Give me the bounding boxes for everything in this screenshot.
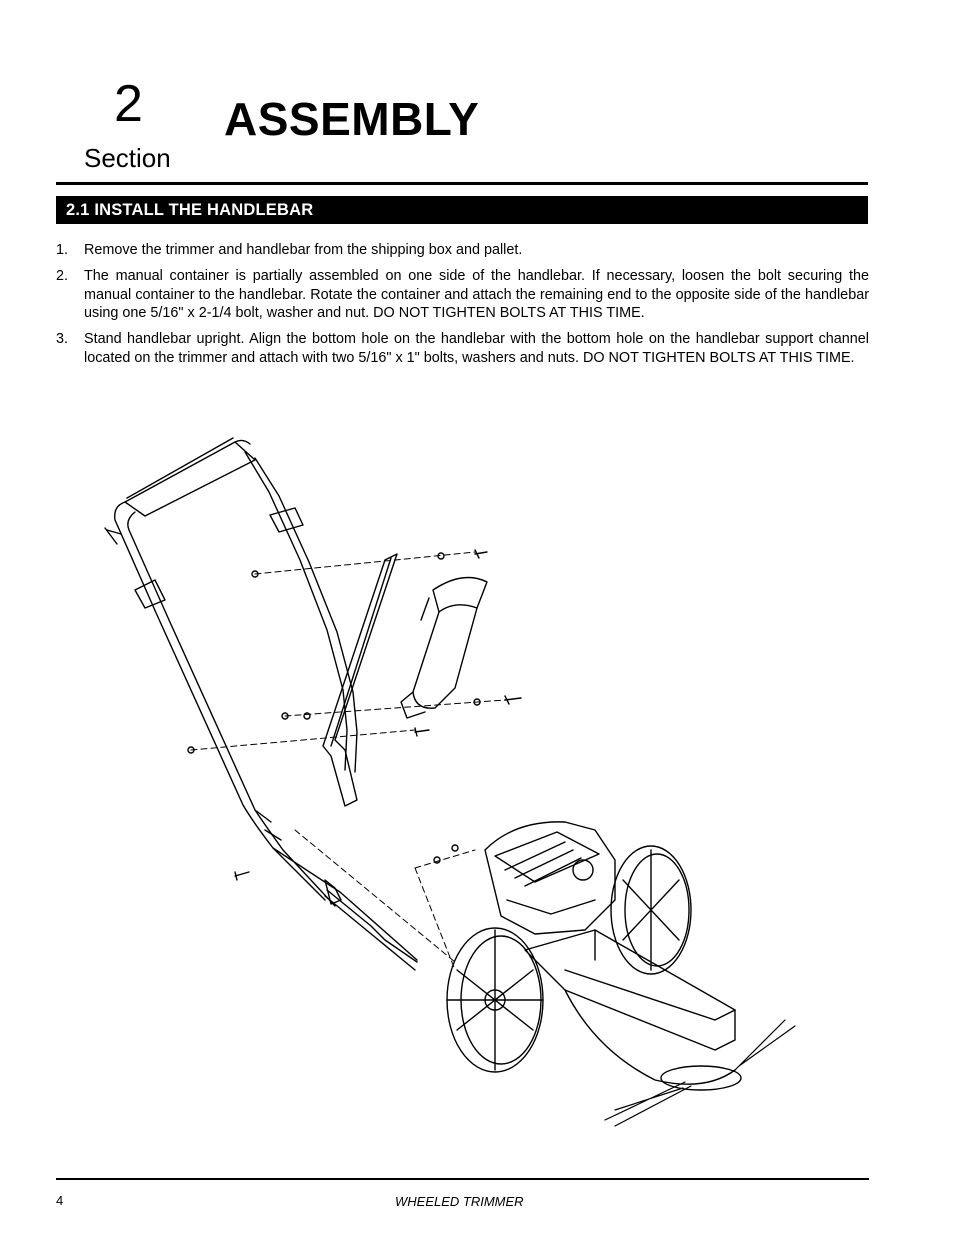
trimmer-engine xyxy=(484,821,616,935)
subsection-heading: 2.1 INSTALL THE HANDLEBAR xyxy=(66,201,314,219)
subsection-heading-bar: 2.1 INSTALL THE HANDLEBAR xyxy=(56,196,868,224)
trimmer-lines xyxy=(604,1019,796,1127)
step-number: 3. xyxy=(56,331,69,348)
step-number: 2. xyxy=(56,267,69,284)
throttle-cable xyxy=(324,889,418,971)
step-text: Remove the trimmer and handlebar from th… xyxy=(84,242,523,258)
step-number: 1. xyxy=(56,242,69,258)
wheels xyxy=(446,845,692,1073)
fasteners xyxy=(187,549,522,881)
step-item: 3. Stand handlebar upright. Align the bo… xyxy=(56,330,869,368)
assembly-steps: 1. Remove the trimmer and handlebar from… xyxy=(56,241,869,375)
footer-rule xyxy=(56,1178,869,1180)
handlebar-assembly-illustration xyxy=(104,437,796,1127)
section-label: Section xyxy=(84,143,171,173)
page-number: 4 xyxy=(56,1193,64,1208)
section-number: 2 xyxy=(114,75,143,133)
step-item: 2. The manual container is partially ass… xyxy=(56,267,869,323)
step-text: Stand handlebar upright. Align the botto… xyxy=(84,331,869,366)
header-rule xyxy=(56,182,868,185)
footer-title: WHEELED TRIMMER xyxy=(395,1194,524,1209)
handlebar xyxy=(104,437,418,961)
trimmer-deck xyxy=(524,929,742,1091)
page-title: ASSEMBLY xyxy=(224,93,480,145)
step-text: The manual container is partially assemb… xyxy=(84,267,869,322)
manual-container xyxy=(322,553,488,807)
step-item: 1. Remove the trimmer and handlebar from… xyxy=(56,241,869,260)
